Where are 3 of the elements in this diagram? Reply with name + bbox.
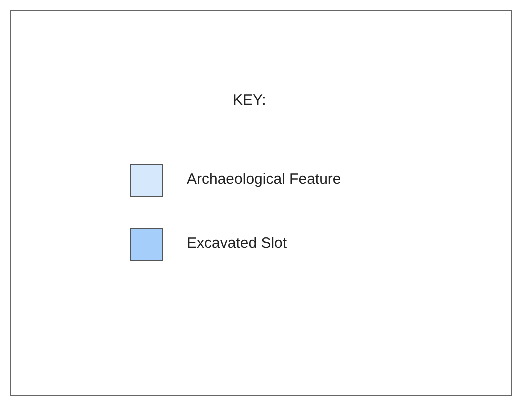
legend-label: Excavated Slot bbox=[187, 235, 288, 252]
key-heading: KEY: bbox=[233, 92, 266, 109]
legend-label: Archaeological Feature bbox=[187, 171, 342, 188]
